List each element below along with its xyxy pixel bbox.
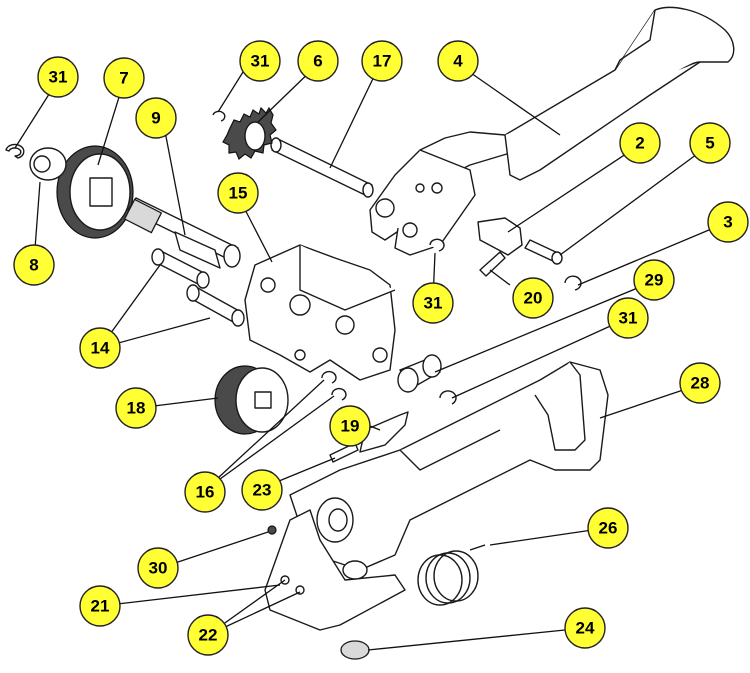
callout-31-top-center: 31	[239, 40, 281, 82]
snap-ring-31-d	[439, 390, 457, 405]
snap-ring-3	[564, 275, 582, 291]
callout-label: 31	[424, 294, 443, 313]
callout-label: 19	[341, 417, 360, 436]
callout-7: 7	[103, 57, 145, 99]
callout-31-top-left: 31	[37, 56, 79, 98]
drive-shaft	[123, 197, 241, 269]
callout-8: 8	[13, 244, 55, 286]
set-screw	[267, 525, 277, 535]
callout-label: 24	[576, 619, 595, 638]
callout-21: 21	[79, 585, 121, 627]
callout-17: 17	[361, 40, 403, 82]
snap-ring-31-c	[429, 238, 445, 252]
bushing	[397, 354, 442, 393]
callout-3: 3	[707, 201, 749, 243]
callout-31-center: 31	[412, 282, 454, 324]
callout-28: 28	[679, 362, 721, 404]
callout-label: 6	[313, 52, 322, 71]
small-gear	[212, 106, 277, 160]
lock-pin	[524, 239, 563, 265]
callout-label: 3	[723, 213, 732, 232]
lock-lever-knob	[477, 217, 523, 277]
callout-label: 2	[635, 134, 644, 153]
callout-4: 4	[437, 40, 479, 82]
snap-ring-16-b	[331, 387, 347, 401]
callout-23: 23	[241, 469, 283, 511]
callout-19: 19	[329, 405, 371, 447]
callout-label: 14	[91, 339, 110, 358]
callout-24: 24	[564, 607, 606, 649]
callout-label: 30	[149, 559, 168, 578]
callout-label: 22	[199, 626, 218, 645]
large-gear	[56, 145, 134, 239]
callout-5: 5	[689, 122, 731, 164]
gear-housing	[244, 244, 396, 381]
callout-label: 16	[196, 483, 215, 502]
callout-label: 26	[599, 519, 618, 538]
pawl	[359, 411, 409, 453]
callout-label: 8	[29, 256, 38, 275]
spacer-bushing	[29, 147, 67, 181]
torsion-spring	[417, 544, 486, 606]
callout-26: 26	[587, 507, 629, 549]
callout-label: 4	[453, 52, 463, 71]
callout-label: 5	[705, 134, 714, 153]
callout-14: 14	[79, 327, 121, 369]
end-cap	[340, 640, 370, 660]
callout-15: 15	[217, 172, 259, 214]
long-pin	[270, 137, 374, 198]
callout-label: 9	[151, 109, 160, 128]
callout-31-right: 31	[607, 297, 649, 339]
callout-label: 7	[119, 69, 128, 88]
snap-ring-31-a	[5, 143, 25, 159]
knurled-feed-roller	[214, 365, 289, 435]
callout-label: 20	[524, 289, 543, 308]
callout-label: 31	[49, 68, 68, 87]
callout-2: 2	[619, 122, 661, 164]
callout-label: 23	[253, 481, 272, 500]
callout-20: 20	[512, 277, 554, 319]
callout-16: 16	[184, 471, 226, 513]
callout-6: 6	[297, 40, 339, 82]
callout-label: 17	[373, 52, 392, 71]
base-frame	[264, 361, 609, 631]
callout-9: 9	[135, 97, 177, 139]
callout-29: 29	[633, 259, 675, 301]
upper-handle-lever	[369, 6, 735, 256]
callout-18: 18	[115, 387, 157, 429]
callout-label: 29	[645, 271, 664, 290]
callout-label: 15	[229, 184, 248, 203]
callout-label: 28	[691, 374, 710, 393]
callout-22: 22	[187, 614, 229, 656]
callout-label: 31	[619, 309, 638, 328]
callout-label: 21	[91, 597, 110, 616]
callout-label: 31	[251, 52, 270, 71]
callout-label: 18	[127, 399, 146, 418]
snap-ring-16-a	[321, 370, 337, 384]
pin-pair	[151, 248, 245, 327]
callout-30: 30	[137, 547, 179, 589]
